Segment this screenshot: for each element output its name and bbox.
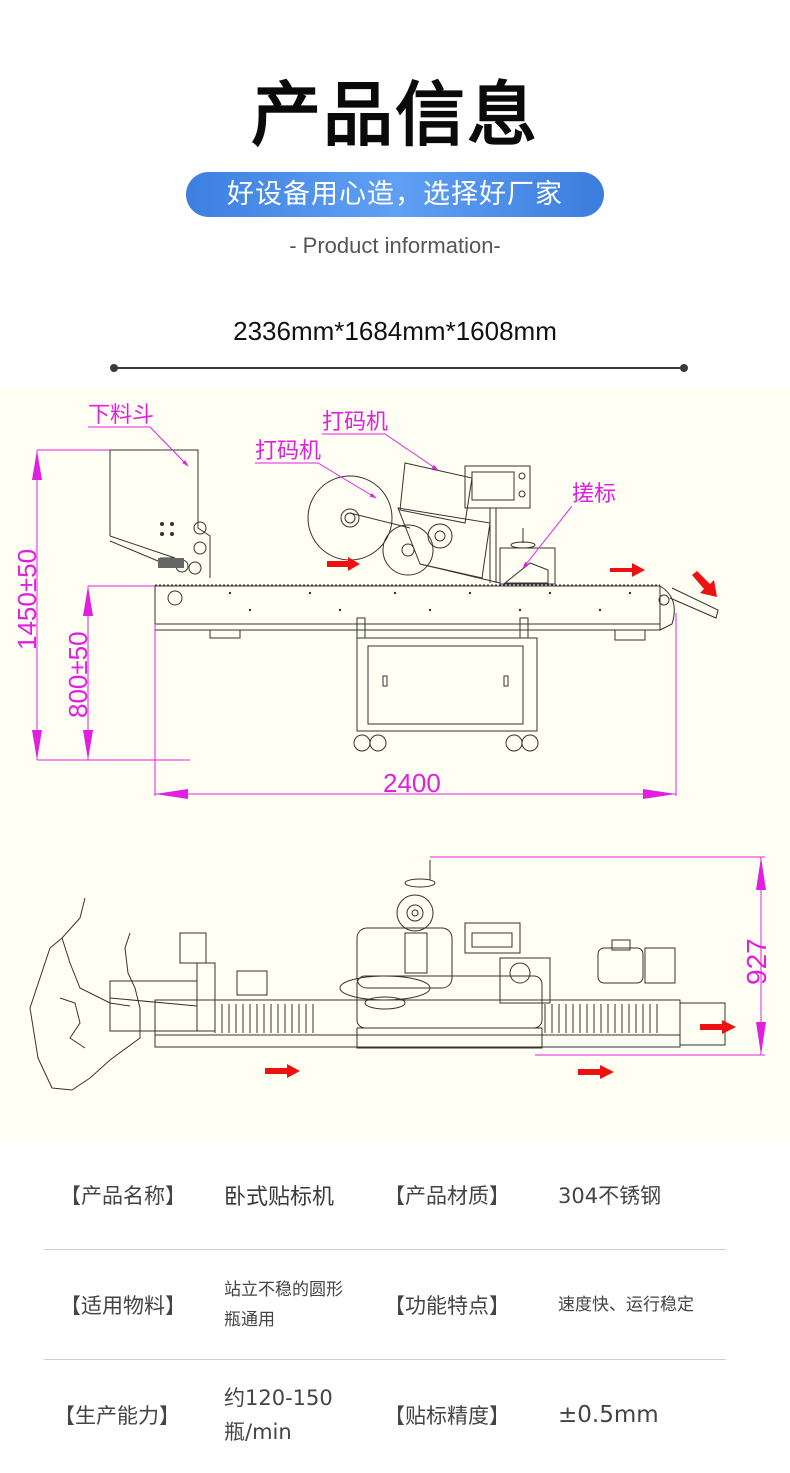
top-dimensions (430, 856, 766, 1056)
side-flow-arrows (327, 557, 717, 597)
cabinet-frame (353, 617, 539, 752)
rubbing-unit (499, 528, 556, 585)
page-title: 产品信息 (251, 74, 539, 156)
label-coder-top: 打码机 (322, 410, 388, 435)
flow-arrow-icon (327, 557, 360, 571)
spec-value: 约120-150瓶/min (224, 1386, 333, 1444)
spec-key: 【产品名称】 (60, 1183, 186, 1208)
infeed-module (109, 932, 268, 1032)
spec-table: 【产品名称】 卧式贴标机 【产品材质】 304不锈钢 【适用物料】 站立不稳的圆… (44, 1140, 726, 1470)
label-rubbing: 搓标 (572, 482, 616, 507)
labeling-head (307, 462, 501, 584)
top-view (29, 860, 726, 1091)
overall-dimensions: 2336mm*1684mm*1608mm (233, 316, 557, 346)
side-dimensions (32, 449, 677, 799)
control-screen (464, 465, 531, 583)
spec-key: 【功能特点】 (384, 1293, 510, 1318)
subtitle: - Product information- (289, 233, 501, 258)
dim-conveyor-height: 800±50 (63, 631, 93, 718)
top-labeling-station (339, 860, 551, 1049)
label-hopper: 下料斗 (88, 403, 154, 428)
divider-dot-left (110, 364, 118, 372)
divider-dot-right (680, 364, 688, 372)
flow-arrow-icon (692, 571, 717, 597)
technical-drawing: 下料斗 打码机 打码机 搓标 (0, 388, 790, 1138)
dim-width: 927 (741, 938, 772, 985)
spec-row: 【适用物料】 站立不稳的圆形瓶通用 【功能特点】 速度快、运行稳定 (44, 1250, 726, 1360)
conveyor-links (214, 1004, 658, 1033)
slogan-banner: 好设备用心造，选择好厂家 (186, 172, 604, 217)
spec-value: 卧式贴标机 (224, 1184, 335, 1210)
spec-key: 【贴标精度】 (384, 1404, 510, 1428)
side-conveyor (154, 584, 719, 641)
spec-value: 站立不稳的圆形瓶通用 (224, 1279, 343, 1330)
label-coder-left: 打码机 (255, 439, 321, 464)
spec-row: 【产品名称】 卧式贴标机 【产品材质】 304不锈钢 (44, 1140, 726, 1250)
divider-rule (110, 364, 688, 372)
top-conveyor (154, 999, 726, 1048)
flow-arrow-icon (700, 1020, 736, 1034)
spec-value: 304不锈钢 (558, 1183, 662, 1208)
spec-value: ±0.5mm (558, 1402, 659, 1428)
dim-length: 2400 (383, 768, 441, 798)
spec-key: 【生产能力】 (54, 1404, 180, 1428)
spec-value: 速度快、运行稳定 (558, 1294, 694, 1315)
drawing-canvas: 下料斗 打码机 打码机 搓标 (12, 403, 772, 1091)
side-view-labels: 下料斗 打码机 打码机 搓标 (88, 403, 616, 569)
top-flow-arrows (265, 1020, 736, 1079)
hopper (109, 449, 211, 578)
side-view (109, 449, 719, 752)
dim-total-height: 1450±50 (12, 549, 42, 650)
flow-arrow-icon (578, 1065, 614, 1079)
drive-motor (597, 939, 676, 984)
spec-key: 【适用物料】 (60, 1293, 186, 1318)
flow-arrow-icon (610, 563, 645, 577)
spec-row: 【生产能力】 约120-150瓶/min 【贴标精度】 ±0.5mm (44, 1360, 726, 1470)
flow-arrow-icon (265, 1064, 300, 1078)
operator-figure (29, 897, 141, 1091)
spec-key: 【产品材质】 (384, 1183, 510, 1208)
